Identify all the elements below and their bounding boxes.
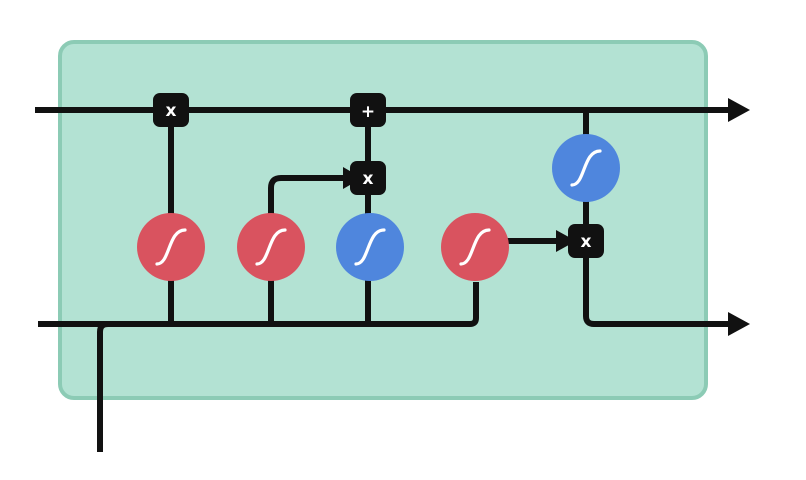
sigmoid-curve-icon bbox=[155, 228, 187, 266]
input-multiply-op: x bbox=[350, 161, 386, 195]
forget-multiply-label: x bbox=[166, 101, 177, 121]
output-gate bbox=[441, 213, 509, 281]
input-line bbox=[97, 321, 109, 452]
input-multiply-label: x bbox=[363, 169, 374, 189]
cell-output-tanh-gate bbox=[552, 134, 620, 202]
output-gate-arrowhead bbox=[556, 230, 576, 252]
hidden-output-arrowhead bbox=[728, 312, 750, 336]
cell-add-op: + bbox=[350, 93, 386, 127]
forget-multiply-op: x bbox=[153, 93, 189, 127]
cell-add-label: + bbox=[361, 102, 375, 122]
tanh-curve-icon bbox=[570, 149, 602, 187]
sigmoid-curve-icon bbox=[459, 228, 491, 266]
output-multiply-op: x bbox=[568, 224, 604, 258]
candidate-tanh-gate bbox=[336, 213, 404, 281]
input-gate bbox=[237, 213, 305, 281]
input-gate-connector bbox=[268, 175, 345, 324]
sigmoid-curve-icon bbox=[255, 228, 287, 266]
forget-gate bbox=[137, 213, 205, 281]
tanh-curve-icon bbox=[354, 228, 386, 266]
hidden-output-line bbox=[583, 241, 730, 327]
hidden-state-line bbox=[38, 282, 479, 327]
output-multiply-label: x bbox=[581, 232, 592, 252]
cell-state-output-arrowhead bbox=[728, 98, 750, 122]
